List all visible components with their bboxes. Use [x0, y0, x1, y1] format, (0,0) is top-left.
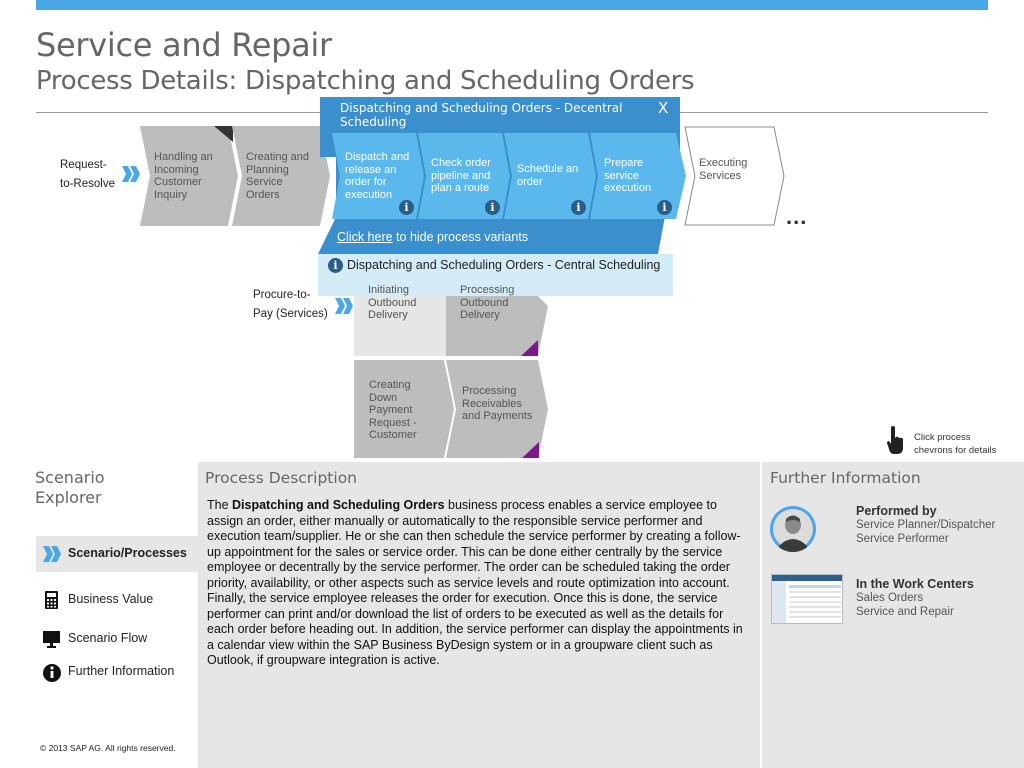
popup-title: Dispatching and Scheduling Orders - Dece…	[340, 101, 623, 129]
nav-scenario-flow[interactable]: Scenario Flow	[36, 621, 198, 657]
chevron-label: Prepare service execution	[604, 157, 652, 194]
performed-by-item: Service Performer	[856, 533, 949, 545]
work-center-item: Service and Repair	[856, 606, 954, 618]
info-icon[interactable]: i	[571, 200, 586, 215]
chevron-label: Dispatch and release an order for execut…	[345, 151, 410, 201]
chevron-label: Schedule an order	[517, 163, 579, 188]
hide-variants-link[interactable]: Click here	[337, 230, 393, 244]
nav-business-value[interactable]: Business Value	[36, 582, 198, 618]
chevron-label-clip: Processing Outbound Delivery	[446, 284, 548, 356]
scenario-explorer-title: Scenario Explorer	[35, 468, 105, 508]
chevron-handling-inquiry[interactable]: Handling an Incoming Customer Inquiry	[140, 126, 238, 226]
desc-p1-bold: Dispatching and Scheduling Orders	[232, 498, 445, 512]
chevron-check-pipeline[interactable]: Check order pipeline and plan a route	[418, 133, 510, 219]
chevron-prepare-execution[interactable]: Prepare service execution	[590, 133, 686, 219]
monitor-icon	[43, 631, 60, 648]
hint-line1: Click process	[914, 432, 971, 443]
popup-close-button[interactable]: X	[658, 99, 669, 117]
chevron-label: Handling an Incoming Customer Inquiry	[154, 151, 213, 201]
more-steps-ellipsis: ...	[786, 204, 808, 229]
info-icon[interactable]: i	[399, 200, 414, 215]
double-chevron-icon	[122, 166, 140, 182]
nav-label: Further Information	[68, 664, 175, 678]
desc-p1-post: business process enables a service emplo…	[207, 498, 741, 590]
chevron-label: Initiating Outbound Delivery	[368, 284, 417, 321]
nav-label: Scenario/Processes	[68, 546, 187, 560]
explorer-title-line2: Explorer	[35, 488, 102, 507]
work-center-screenshot	[771, 574, 843, 624]
entry-procure-line2: Pay (Services)	[253, 308, 328, 320]
chevron-label: Processing Outbound Delivery	[460, 284, 515, 321]
info-icon[interactable]: i	[328, 258, 343, 273]
description-paragraph-2: Finally, the service employee releases t…	[207, 591, 743, 667]
hide-variants-suffix: to hide process variants	[392, 230, 529, 244]
double-chevron-icon	[43, 546, 61, 562]
entry-request-to-resolve: Request- to-Resolve	[60, 156, 115, 194]
variant-central-scheduling[interactable]: Dispatching and Scheduling Orders - Cent…	[347, 258, 661, 272]
performed-by-heading: Performed by	[856, 504, 937, 518]
chevron-label: Executing Services	[699, 157, 748, 182]
entry-request-line1: Request-	[60, 159, 107, 171]
pointing-hand-icon	[887, 426, 903, 454]
chevron-processing-receivables[interactable]: Processing Receivables and Payments	[446, 360, 548, 458]
chevron-label: Check order pipeline and plan a route	[431, 157, 491, 194]
chevron-down-payment-request[interactable]: Creating Down Payment Request - Customer	[354, 360, 454, 458]
info-icon[interactable]: i	[485, 200, 500, 215]
chevron-creating-planning[interactable]: Creating and Planning Service Orders	[232, 126, 330, 226]
chevron-dispatch-release[interactable]: Dispatch and release an order for execut…	[332, 133, 424, 219]
chevron-schedule-order[interactable]: Schedule an order	[504, 133, 596, 219]
avatar	[770, 506, 816, 552]
info-icon	[43, 664, 61, 682]
process-description-title: Process Description	[205, 469, 358, 487]
chevron-label: Creating Down Payment Request - Customer	[369, 379, 417, 441]
nav-further-information[interactable]: Further Information	[36, 654, 198, 690]
chevron-label: Processing Receivables and Payments	[462, 385, 533, 422]
further-information-title: Further Information	[770, 469, 921, 487]
performed-by-item: Service Planner/Dispatcher	[856, 519, 996, 531]
page-subtitle: Process Details: Dispatching and Schedul…	[36, 66, 695, 96]
nav-label: Business Value	[68, 592, 154, 606]
explorer-title-line1: Scenario	[35, 468, 105, 487]
click-hint: Click process chevrons for details	[914, 432, 996, 457]
process-description-panel	[198, 462, 760, 768]
chevron-label: Creating and Planning Service Orders	[246, 151, 309, 201]
work-centers-heading: In the Work Centers	[856, 577, 974, 591]
description-paragraph-1: The Dispatching and Scheduling Orders bu…	[207, 498, 747, 591]
process-description-body: The Dispatching and Scheduling Orders bu…	[207, 498, 747, 669]
info-icon[interactable]: i	[657, 200, 672, 215]
panel-separator	[760, 470, 762, 754]
calculator-icon	[45, 591, 58, 609]
entry-procure-line1: Procure-to-	[253, 289, 311, 301]
nav-scenario-processes[interactable]: Scenario/Processes	[36, 536, 198, 572]
nav-label: Scenario Flow	[68, 631, 148, 645]
entry-procure-to-pay: Procure-to- Pay (Services)	[253, 286, 328, 324]
hint-line2: chevrons for details	[914, 444, 997, 456]
chevron-processing-outbound[interactable]: Processing Outbound Delivery	[446, 284, 548, 356]
page-title: Service and Repair	[36, 26, 332, 64]
variant-row[interactable]	[318, 254, 673, 296]
chevron-initiating-outbound[interactable]: Initiating Outbound Delivery	[354, 284, 454, 356]
top-accent-bar	[36, 0, 988, 10]
copyright: © 2013 SAP AG. All rights reserved.	[40, 743, 176, 753]
work-center-item: Sales Orders	[856, 592, 924, 604]
chevron-label-clip: Initiating Outbound Delivery	[354, 284, 454, 356]
double-chevron-icon	[335, 298, 353, 314]
hide-variants-text: Click here to hide process variants	[337, 230, 528, 244]
chevron-executing-services[interactable]: Executing Services	[684, 126, 786, 226]
entry-request-line2: to-Resolve	[60, 178, 115, 190]
desc-p1-pre: The	[207, 498, 233, 512]
